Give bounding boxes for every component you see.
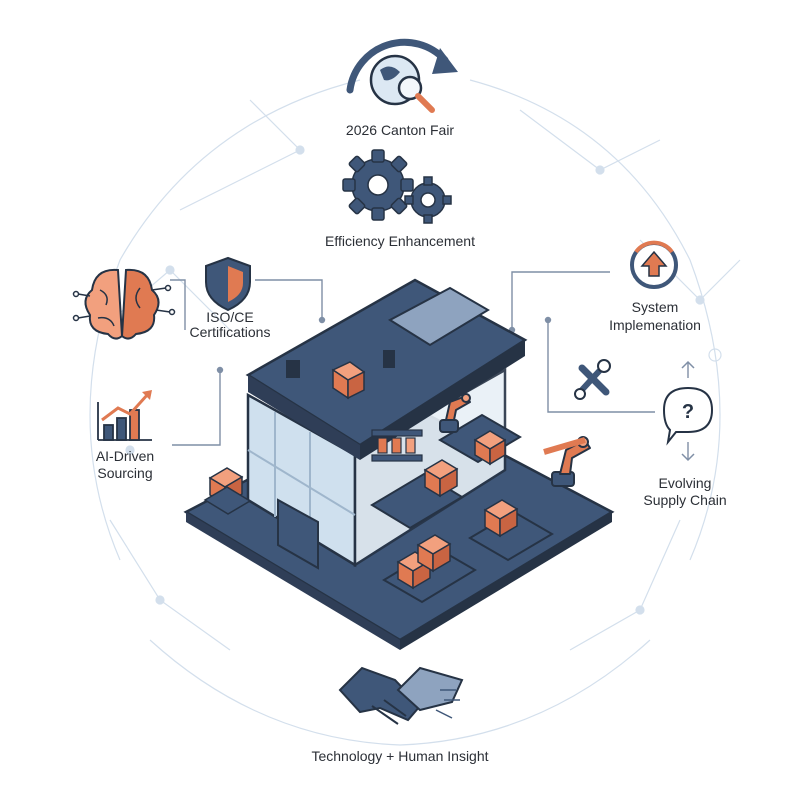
- shield-icon: [205, 256, 251, 312]
- network-background: [89, 79, 741, 746]
- evolving-label-line2: Supply Chain: [643, 492, 727, 508]
- up-arrow-icon: [681, 360, 695, 369]
- evolving-label-line1: Evolving: [658, 475, 712, 491]
- tech-human-label: Technology + Human Insight: [311, 748, 489, 764]
- iso-label-line1: ISO/CE: [206, 309, 254, 325]
- brain-icon: [72, 268, 176, 340]
- system-label-line2: Implemenation: [609, 317, 701, 333]
- globe-magnifier-icon: [346, 38, 458, 113]
- efficiency-label: Efficiency Enhancement: [325, 233, 475, 249]
- canton-fair-label: 2026 Canton Fair: [345, 122, 455, 138]
- ai-label-line2: Sourcing: [97, 465, 153, 481]
- connector-lines: [170, 271, 689, 460]
- ai-label-line1: AI-Driven: [95, 448, 155, 464]
- smart-factory-icon: [183, 278, 615, 650]
- wrench-icon: [574, 359, 611, 400]
- system-label-line1: System: [631, 299, 679, 315]
- down-arrow-icon: [681, 453, 695, 462]
- handshake-icon: [338, 666, 464, 725]
- upload-arrow-icon: [630, 240, 678, 289]
- iso-label-line2: Certifications: [189, 324, 271, 340]
- growth-chart-icon: [97, 390, 152, 441]
- gears-icon: [342, 149, 452, 224]
- svg-text:?: ?: [682, 401, 694, 423]
- question-bubble-icon: ?: [662, 386, 714, 446]
